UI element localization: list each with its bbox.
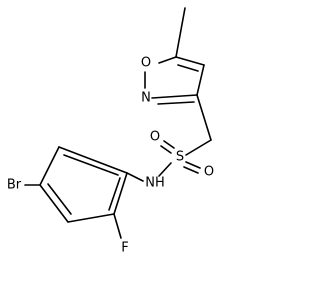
bond-c5-methyl xyxy=(175,7,186,58)
atom-bromine: Br xyxy=(7,178,22,193)
atom-oxygen-sulfonyl-lower: O xyxy=(204,165,214,180)
bond-ch2-s xyxy=(185,139,212,156)
bond-ar-c2-c3 xyxy=(67,213,115,223)
bond-s-o-lower-double xyxy=(183,166,199,174)
bond-c3-ch2 xyxy=(196,94,212,141)
bond-ar-c1-c2-inner xyxy=(108,177,121,211)
bond-ar-c5-c6-inner xyxy=(63,154,119,176)
bond-ar-f xyxy=(113,213,122,239)
bond-s-n xyxy=(158,162,172,177)
atom-oxygen-sulfonyl-upper: O xyxy=(150,130,160,145)
bond-ar-c3-c4-inner xyxy=(47,183,72,215)
bond-ar-c4-c5 xyxy=(39,146,60,186)
bond-c5-o1 xyxy=(158,56,177,64)
bond-s-o-upper xyxy=(163,140,175,149)
atom-fluorine: F xyxy=(121,241,128,256)
bond-c4-c5-double xyxy=(177,64,199,72)
bond-lines xyxy=(24,7,212,239)
bond-c3-c4 xyxy=(196,64,205,96)
bond-ar-c3-c4 xyxy=(39,184,69,223)
bond-n-c1 xyxy=(126,172,144,182)
atom-nitrogen-ring: N xyxy=(141,91,151,106)
bond-s-o-upper-double xyxy=(160,145,172,154)
bond-c4-c5 xyxy=(175,56,205,66)
atom-sulfur: S xyxy=(176,150,184,165)
bond-n2-c3 xyxy=(151,94,198,99)
bond-ar-c5-c6 xyxy=(58,146,128,174)
chemical-structure-diagram: O N O S O NH Br F xyxy=(7,7,214,256)
atom-oxygen-ring: O xyxy=(141,56,151,71)
bond-n2-c3-double xyxy=(157,101,195,105)
bond-ar-c1-c2 xyxy=(113,172,128,215)
atom-amine: NH xyxy=(145,176,165,191)
bond-s-o-lower xyxy=(185,161,201,169)
